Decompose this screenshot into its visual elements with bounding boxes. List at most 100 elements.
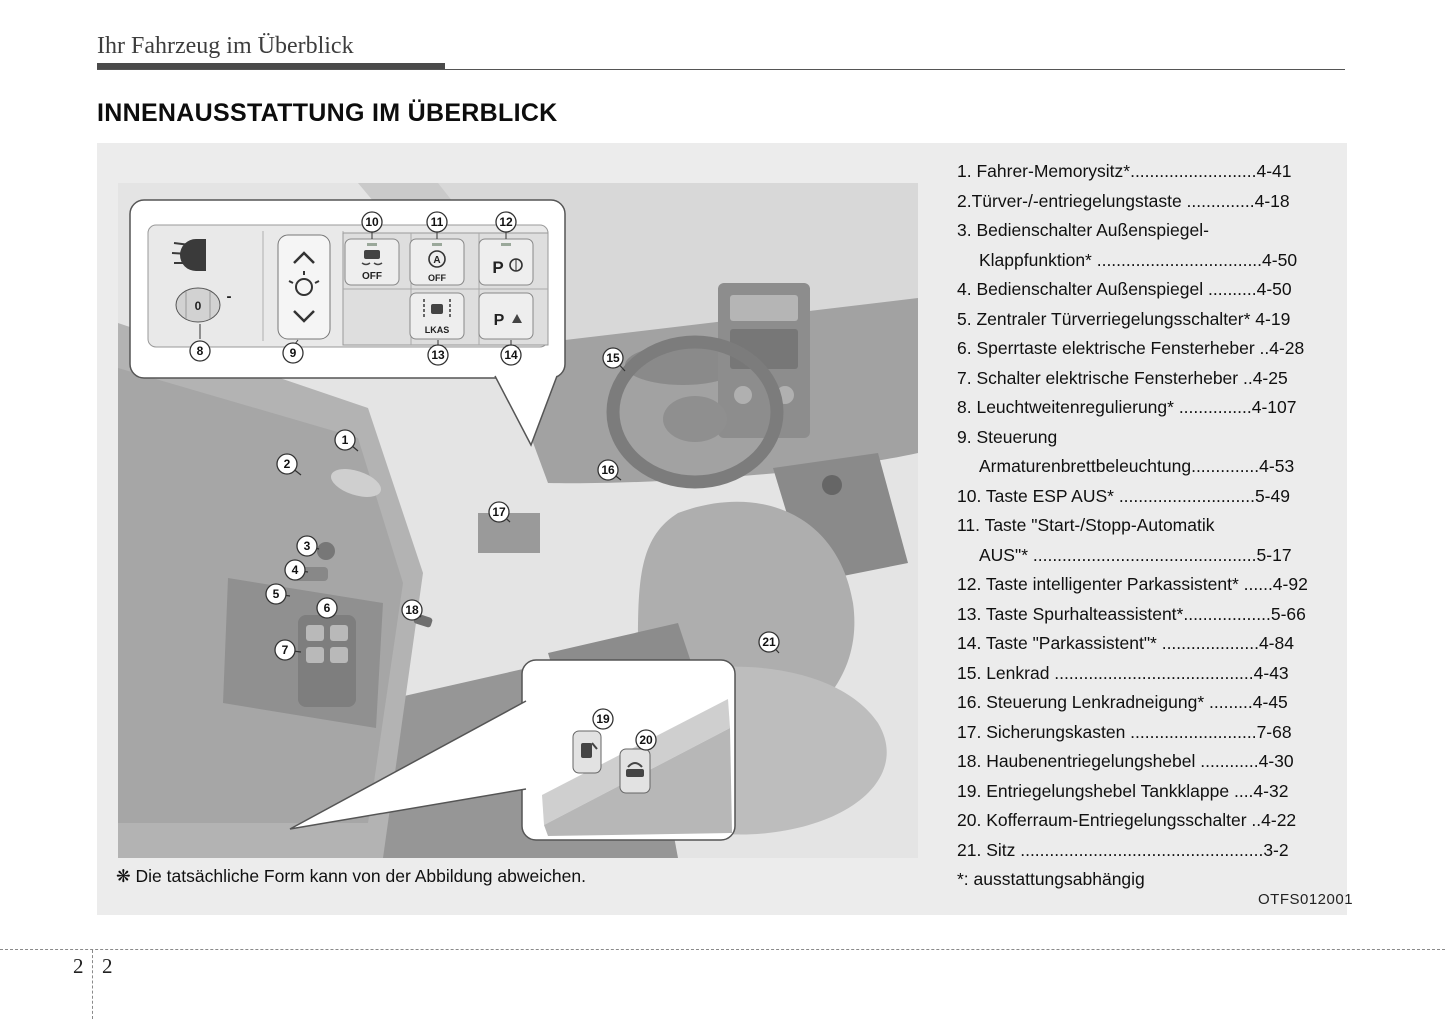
marker-4: 4 bbox=[284, 559, 306, 581]
gear-knob bbox=[822, 475, 842, 495]
marker-11: 11 bbox=[426, 211, 448, 233]
footer-dashed-rule bbox=[0, 949, 1445, 950]
index-line-2: 2.Türver-/-entriegelungstaste ..........… bbox=[957, 190, 1290, 211]
callout-tail-switch-panel bbox=[494, 375, 558, 447]
index-footnote-equipment: *: ausstattungsabhängig bbox=[957, 869, 1145, 889]
marker-19: 19 bbox=[592, 708, 614, 730]
marker-2: 2 bbox=[276, 453, 298, 475]
svg-text:11: 11 bbox=[431, 215, 444, 229]
svg-text:17: 17 bbox=[492, 505, 506, 519]
lkas-button: LKAS bbox=[409, 292, 465, 340]
svg-text:OFF: OFF bbox=[428, 273, 446, 283]
marker-12: 12 bbox=[495, 211, 517, 233]
svg-text:4: 4 bbox=[292, 563, 299, 577]
index-line-20: 20. Kofferraum-Entriegelungsschalter ..4… bbox=[957, 810, 1297, 830]
index-line-16: 16. Steuerung Lenkradneigung* .........4… bbox=[957, 692, 1288, 712]
svg-text:1: 1 bbox=[342, 433, 349, 447]
marker-17: 17 bbox=[488, 501, 510, 523]
marker-21: 21 bbox=[758, 631, 780, 653]
svg-text:9: 9 bbox=[290, 346, 297, 360]
marker-15: 15 bbox=[602, 347, 624, 369]
index-line-4: 4. Bedienschalter Außenspiegel .........… bbox=[957, 279, 1292, 299]
auto-stop-off-button: A OFF bbox=[409, 238, 465, 286]
svg-text:P: P bbox=[492, 258, 503, 277]
chapter-title-bar bbox=[97, 63, 445, 69]
marker-16: 16 bbox=[597, 459, 619, 481]
index-line-9b: Armaturenbrettbeleuchtung..............4… bbox=[979, 456, 1295, 476]
index-line-11b: AUS"* ..................................… bbox=[979, 544, 1292, 565]
callout-tail-levers bbox=[289, 700, 527, 830]
marker-3: 3 bbox=[296, 535, 318, 557]
radio-display bbox=[730, 295, 798, 321]
callout-markers: 1 2 3 4 5 6 7 8 9 10 11 12 13 14 15 16 1… bbox=[189, 211, 780, 751]
marker-7: 7 bbox=[274, 639, 296, 661]
esp-off-button: OFF bbox=[344, 238, 400, 286]
marker-6: 6 bbox=[316, 597, 338, 619]
svg-text:15: 15 bbox=[606, 351, 620, 365]
index-line-17: 17. Sicherungskasten ...................… bbox=[957, 721, 1292, 742]
radio-knob bbox=[734, 386, 752, 404]
index-line-9: 9. Steuerung bbox=[957, 426, 1058, 447]
svg-text:LKAS: LKAS bbox=[425, 325, 450, 335]
mirror-switch-knob bbox=[317, 542, 335, 560]
index-line-5: 5. Zentraler Türverriegelungsschalter* 4… bbox=[957, 308, 1291, 329]
steering-hub bbox=[663, 396, 727, 442]
svg-text:10: 10 bbox=[365, 215, 379, 229]
index-line-11: 11. Taste "Start-/Stopp-Automatik bbox=[957, 515, 1215, 535]
index-line-8: 8. Leuchtweitenregulierung* ............… bbox=[957, 397, 1297, 417]
svg-text:0: 0 bbox=[195, 299, 202, 313]
dimmer-rocker bbox=[277, 234, 331, 340]
svg-text:21: 21 bbox=[762, 635, 776, 649]
svg-text:7: 7 bbox=[282, 643, 289, 657]
index-line-6: 6. Sperrtaste elektrische Fensterheber .… bbox=[957, 338, 1305, 358]
window-switch bbox=[306, 647, 324, 663]
steering-wheel bbox=[606, 335, 784, 489]
park-assist-button: P bbox=[478, 292, 534, 340]
headlight-leveling-icon bbox=[171, 239, 206, 271]
marker-18: 18 bbox=[401, 599, 423, 621]
leveling-dial: 0 - bbox=[175, 287, 232, 323]
door-handle bbox=[330, 469, 382, 497]
svg-text:14: 14 bbox=[504, 348, 518, 362]
index-line-21: 21. Sitz ...............................… bbox=[957, 839, 1289, 860]
trunk-release-switch bbox=[619, 748, 651, 794]
index-list: 1. Fahrer-Memorysitz*...................… bbox=[957, 157, 1357, 895]
index-line-14: 14. Taste "Parkassistent"* .............… bbox=[957, 633, 1294, 653]
footer-chapter-number: 2 bbox=[73, 954, 84, 978]
svg-text:13: 13 bbox=[431, 348, 445, 362]
image-code: OTFS012001 bbox=[1258, 891, 1354, 908]
svg-text:20: 20 bbox=[639, 733, 653, 747]
footer-dashed-divider bbox=[92, 950, 93, 1019]
marker-9: 9 bbox=[282, 342, 304, 364]
svg-text:18: 18 bbox=[405, 603, 419, 617]
marker-10: 10 bbox=[361, 211, 383, 233]
index-line-12: 12. Taste intelligenter Parkassistent* .… bbox=[957, 574, 1308, 594]
svg-text:2: 2 bbox=[284, 457, 291, 471]
marker-13: 13 bbox=[427, 344, 449, 366]
header-rule bbox=[97, 69, 1345, 70]
fuel-lever-switch bbox=[572, 730, 602, 774]
marker-8: 8 bbox=[189, 340, 211, 362]
svg-text:19: 19 bbox=[596, 712, 610, 726]
marker-1: 1 bbox=[334, 429, 356, 451]
svg-text:6: 6 bbox=[324, 601, 331, 615]
svg-text:8: 8 bbox=[197, 344, 204, 358]
illustration-disclaimer: ❋ Die tatsächliche Form kann von der Abb… bbox=[116, 866, 586, 886]
index-line-10: 10. Taste ESP AUS* .....................… bbox=[957, 485, 1290, 506]
interior-illustration: 0 - OFF A OFF P bbox=[118, 183, 918, 858]
window-switch bbox=[306, 625, 324, 641]
index-line-7: 7. Schalter elektrische Fensterheber ..4… bbox=[957, 367, 1288, 388]
svg-text:A: A bbox=[433, 255, 440, 266]
index-line-1: 1. Fahrer-Memorysitz*...................… bbox=[957, 161, 1292, 181]
index-line-15: 15. Lenkrad ............................… bbox=[957, 662, 1289, 683]
window-switch bbox=[330, 625, 348, 641]
marker-5: 5 bbox=[265, 583, 287, 605]
fuse-box bbox=[478, 513, 540, 553]
window-switch bbox=[330, 647, 348, 663]
index-line-19: 19. Entriegelungshebel Tankklappe ....4-… bbox=[957, 780, 1289, 801]
svg-text:5: 5 bbox=[273, 587, 280, 601]
marker-14: 14 bbox=[500, 344, 522, 366]
svg-text:OFF: OFF bbox=[362, 271, 382, 282]
dashboard bbox=[498, 298, 918, 484]
svg-text:12: 12 bbox=[499, 215, 513, 229]
